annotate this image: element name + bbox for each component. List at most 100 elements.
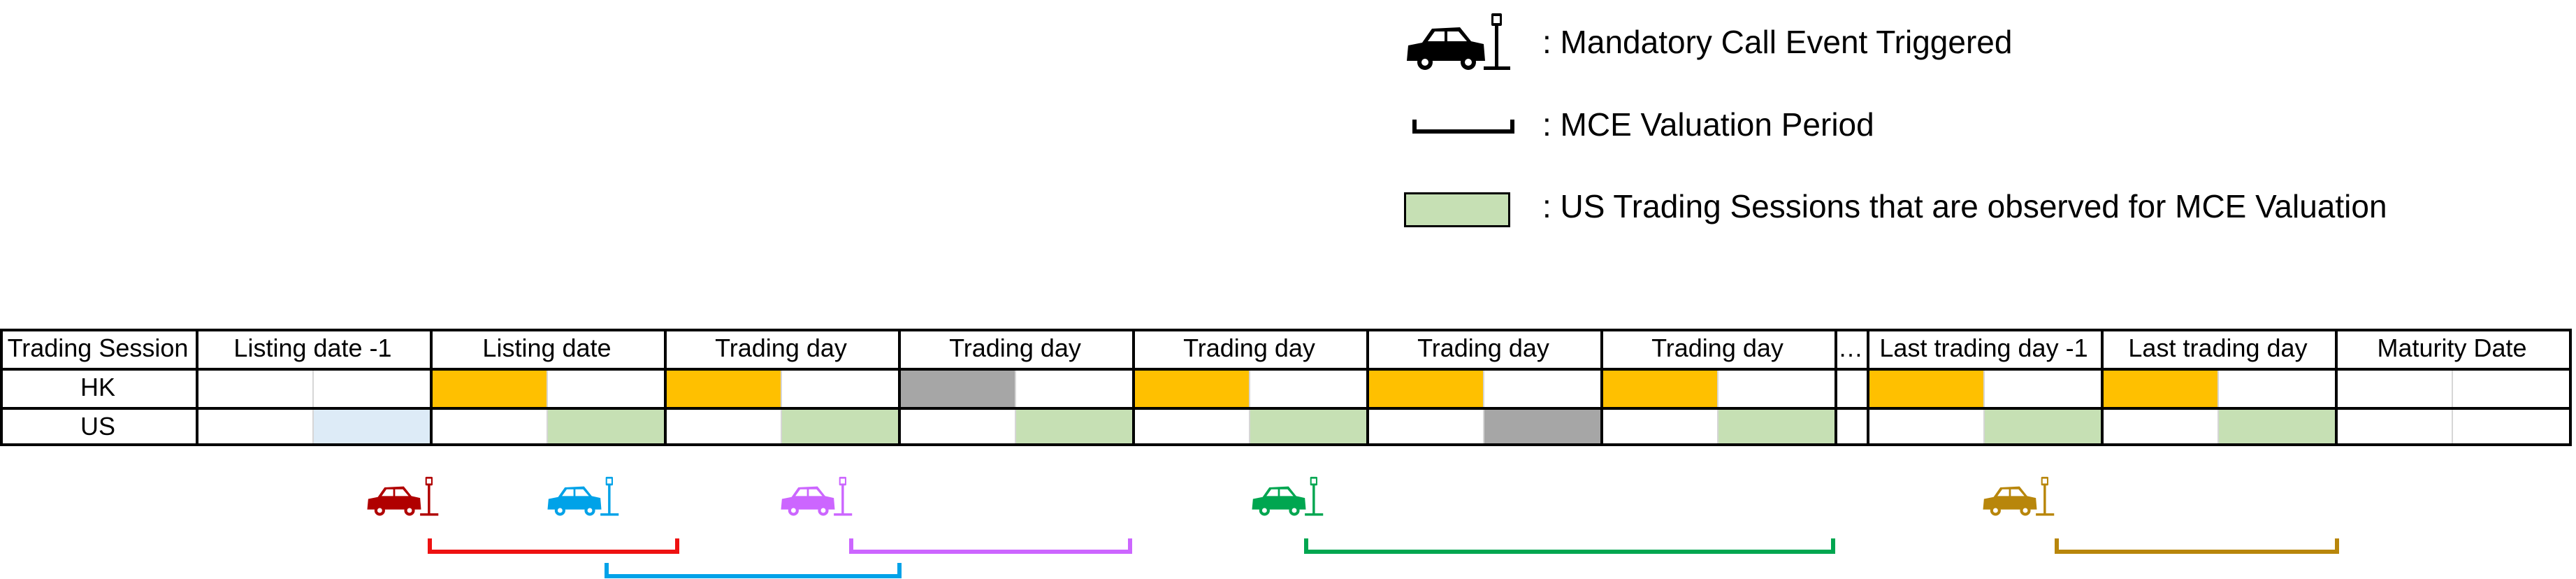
row-header-label: Trading Session: [7, 334, 189, 362]
car-crash-icon: [1248, 465, 1325, 531]
column-header: Trading day: [949, 334, 1081, 362]
column-header: Trading day: [715, 334, 847, 362]
cell-divider: [780, 407, 782, 446]
car-crash-icon: [1407, 13, 1510, 70]
hk-session-cell: [1250, 368, 1367, 407]
legend-period-label: : MCE Valuation Period: [1542, 106, 1874, 143]
cell-divider: [2451, 407, 2453, 446]
cell-divider: [546, 368, 548, 407]
events-area: [0, 455, 2576, 579]
us-session-cell: [430, 407, 547, 446]
us-session-cell: [1015, 407, 1132, 446]
grid-line: [0, 329, 2572, 331]
us-session-cell: [1835, 407, 1867, 446]
cell-divider: [1983, 407, 1985, 446]
us-session-cell: [1483, 407, 1600, 446]
bracket-icon: [1412, 120, 1514, 134]
hk-session-cell: [2218, 368, 2336, 407]
grid-line: [2569, 329, 2572, 446]
us-session-cell: [2335, 407, 2452, 446]
grid-line: [1835, 329, 1837, 446]
hk-session-cell: [1484, 368, 1601, 407]
cell-divider: [1482, 368, 1484, 407]
column-header: Last trading day -1: [1879, 334, 2088, 362]
us-session-cell: [1366, 407, 1484, 446]
us-session-cell: [898, 407, 1015, 446]
cell-divider: [2217, 368, 2219, 407]
column-header: Trading day: [1183, 334, 1315, 362]
row-label-hk: HK: [80, 373, 115, 401]
cell-divider: [2217, 407, 2219, 446]
grid-line: [1600, 329, 1603, 446]
cell-divider: [312, 407, 314, 446]
hk-session-cell: [1718, 368, 1835, 407]
hk-session-cell: [1600, 368, 1718, 407]
cell-divider: [1014, 368, 1016, 407]
valuation-period-bracket: [428, 538, 679, 554]
us-session-cell: [547, 407, 664, 446]
cell-divider: [1716, 368, 1718, 407]
grid-line: [898, 329, 901, 446]
us-session-cell: [2217, 407, 2335, 446]
us-session-cell: [664, 407, 781, 446]
us-session-cell: [312, 407, 430, 446]
grid-line: [0, 443, 2572, 446]
cell-divider: [1248, 368, 1250, 407]
us-session-cell: [1249, 407, 1366, 446]
grid-line: [1867, 329, 1869, 446]
car-crash-icon: [1979, 465, 2056, 531]
column-header: Trading day: [1651, 334, 1783, 362]
us-session-cell: [1983, 407, 2101, 446]
green-swatch: [1404, 192, 1510, 227]
hk-session-cell: [1132, 368, 1250, 407]
grid-line: [1132, 329, 1135, 446]
cell-divider: [1014, 407, 1016, 446]
valuation-period-bracket: [849, 538, 1132, 554]
grid-line: [2101, 329, 2104, 446]
hk-session-cell: [781, 368, 899, 407]
cell-divider: [1716, 407, 1718, 446]
hk-session-cell: [1015, 368, 1133, 407]
column-header: Listing date: [482, 334, 612, 362]
car-crash-icon: [544, 465, 621, 531]
hk-session-cell: [664, 368, 781, 407]
cell-divider: [1983, 368, 1985, 407]
cell-divider: [2451, 368, 2453, 407]
grid-line: [2335, 329, 2338, 446]
grid-line: [664, 329, 667, 446]
us-session-cell: [1132, 407, 1250, 446]
grid-line: [0, 407, 2572, 410]
car-crash-icon: [777, 465, 854, 531]
valuation-period-bracket: [2055, 538, 2339, 554]
cell-divider: [1248, 407, 1250, 446]
car-crash-icon: [363, 465, 440, 531]
hk-session-cell: [1835, 368, 1867, 407]
us-session-cell: [781, 407, 898, 446]
hk-session-cell: [2335, 368, 2452, 407]
legend-session-label: : US Trading Sessions that are observed …: [1542, 188, 2387, 224]
hk-session-cell: [2101, 368, 2218, 407]
hk-session-cell: [196, 368, 313, 407]
legend-item-mce: : Mandatory Call Event Triggered: [1401, 10, 2519, 73]
grid-line: [0, 329, 3, 446]
us-session-cell: [196, 407, 313, 446]
us-session-cell: [2452, 407, 2570, 446]
us-session-cell: [1867, 407, 1984, 446]
hk-session-cell: [2452, 368, 2570, 407]
legend-item-period: : MCE Valuation Period: [1401, 93, 2519, 156]
grid-line: [196, 329, 198, 446]
cell-divider: [1482, 407, 1484, 446]
hk-session-cell: [898, 368, 1015, 407]
valuation-period-bracket: [605, 563, 902, 578]
column-header: …: [1838, 334, 1863, 362]
hk-session-cell: [1366, 368, 1484, 407]
grid-line: [430, 329, 433, 446]
hk-session-cell: [1984, 368, 2101, 407]
column-header: Trading day: [1417, 334, 1549, 362]
valuation-period-bracket: [1304, 538, 1835, 554]
legend-item-session: : US Trading Sessions that are observed …: [1401, 175, 2519, 238]
us-session-cell: [1717, 407, 1835, 446]
cell-divider: [546, 407, 548, 446]
row-label-us: US: [80, 412, 115, 441]
